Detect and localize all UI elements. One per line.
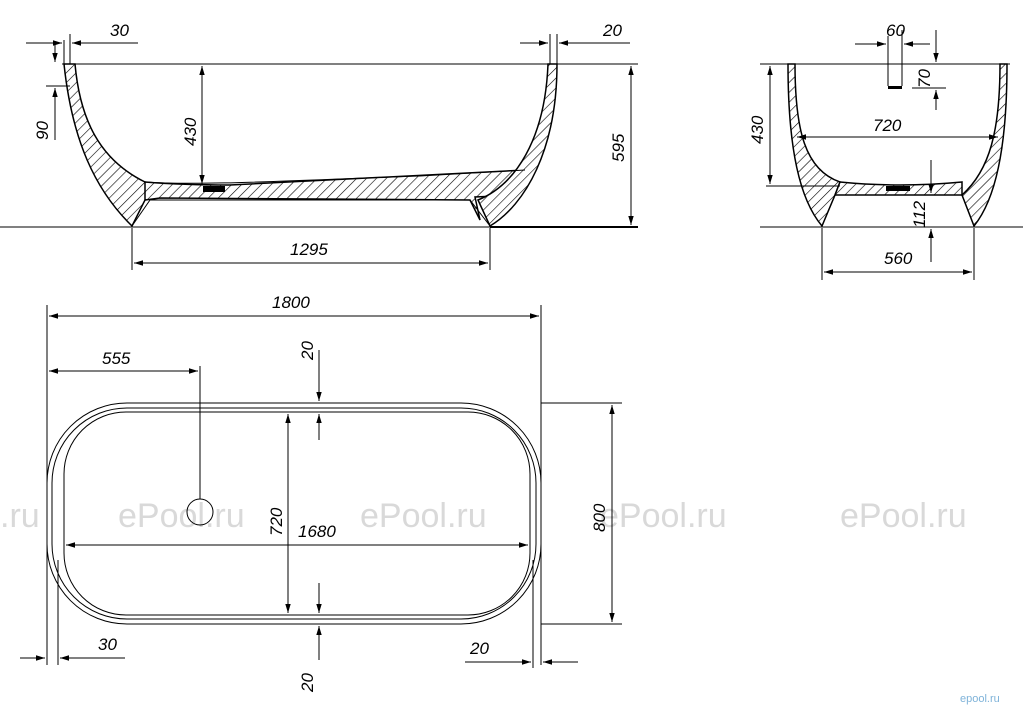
dim-end-drain-rise: 112 (910, 200, 929, 228)
dim-side-base-length: 1295 (290, 240, 328, 259)
watermark-3: ePool.ru (600, 497, 727, 535)
dim-plan-left-wall: 30 (98, 635, 117, 654)
dim-end-inner-width: 720 (873, 116, 902, 135)
watermark-left: .ru (0, 497, 40, 535)
watermark-2: ePool.ru (360, 497, 487, 535)
plan-inner-basin (63, 411, 531, 616)
dim-end-base-width: 560 (884, 249, 913, 268)
dim-end-drain-offset: 60 (886, 21, 905, 40)
end-view: 60 70 430 720 112 560 (748, 21, 1023, 280)
dim-plan-drain-position: 555 (102, 349, 131, 368)
dim-plan-total-length: 1800 (272, 293, 310, 312)
watermark-1: ePool.ru (118, 497, 245, 535)
dim-end-drain-height: 70 (915, 69, 934, 88)
watermarks: .ru ePool.ru ePool.ru ePool.ru ePool.ru … (0, 497, 1000, 705)
dim-plan-inner-length: 1680 (298, 522, 336, 541)
right-wall-section (476, 63, 558, 228)
dim-end-depth: 430 (748, 115, 767, 144)
drain-symbol (203, 186, 225, 192)
dim-side-right-rim: 20 (602, 21, 622, 40)
end-drain-symbol (886, 186, 910, 191)
dim-plan-inner-width: 720 (267, 507, 286, 536)
dim-plan-right-wall: 20 (469, 639, 489, 658)
watermark-4: ePool.ru (840, 497, 967, 535)
left-wall-section (63, 63, 167, 228)
dim-side-total-height: 595 (609, 133, 628, 162)
dim-side-inner-depth: 430 (181, 117, 200, 146)
dim-plan-top-wall: 20 (298, 341, 317, 361)
plan-view: 1800 555 1680 720 20 20 800 30 20 (20, 293, 622, 693)
dim-plan-bottom-wall: 20 (298, 673, 317, 693)
corner-mark: epool.ru (960, 693, 1000, 705)
dim-plan-total-width: 800 (590, 503, 609, 532)
dim-side-left-rim: 30 (110, 21, 129, 40)
side-view: 30 20 90 430 595 1295 (0, 21, 638, 270)
dim-side-rim-depth: 90 (33, 121, 52, 140)
